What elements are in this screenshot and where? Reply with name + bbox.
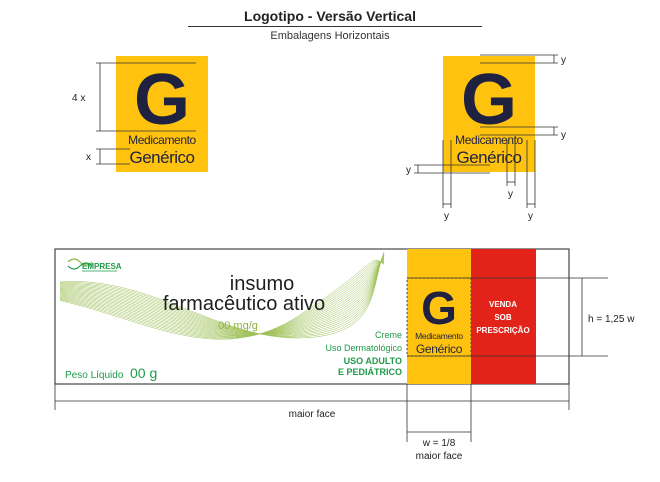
label-y-bottom-2: y [508,189,513,200]
label-height-rule: h = 1,25 w [588,314,635,325]
wave-line [59,259,385,335]
wave-line [59,254,385,336]
wave-line [59,254,385,335]
wave-line [59,260,385,336]
wave-line [59,255,385,335]
wave-line [59,253,385,337]
rx-band [471,249,536,384]
wave-line [59,258,385,335]
logo-proportion: G Medicamento Genérico [116,56,208,172]
svg-text:G: G [461,60,517,140]
rx-line1: VENDA [489,300,517,309]
wave-line [59,252,385,338]
label-y-top: y [561,55,566,66]
logo-band [407,249,471,384]
label-y-bottom-3: y [528,211,533,222]
wave-line [59,251,385,339]
title-underline [188,26,482,27]
wave-line [59,256,385,335]
wave-line [59,260,385,336]
label-4x: 4 x [72,93,85,104]
package-logo-generico: Genérico [416,342,463,356]
audience-line2: E PEDIÁTRICO [338,367,402,377]
logo-text-medicamento: Medicamento [128,133,196,147]
wave-line [59,260,385,339]
wave-line [59,261,385,337]
package-logo-letter: G [421,282,457,334]
use: Uso Dermatológico [325,343,402,353]
label-width-rule-1: w = 1/8 [422,438,456,449]
brand-name: EMPRESA [82,262,122,271]
logo-letter: G [134,60,190,140]
form: Creme [375,330,402,340]
wave-line [59,259,385,340]
wave-line [59,257,385,335]
package-panel: EMPRESA insumo farmacêutico ativo 00 mg/… [54,248,570,385]
wave-line [59,261,385,338]
label-y-bottom-1: y [444,211,449,222]
label-y-mid: y [561,130,566,141]
page-subtitle: Embalagens Horizontais [270,30,390,42]
wave-line [59,258,385,335]
rx-line2: SOB [494,313,512,322]
logo-margin-group: G Medicamento Genérico [406,54,566,222]
package-logo-medicamento: Medicamento [415,331,463,341]
product-name-line1: insumo [230,273,294,295]
brand-logo: EMPRESA [67,258,122,272]
wave-lines [59,251,385,340]
label-y-left: y [406,165,411,176]
package-dimensions [54,277,608,442]
label-x: x [86,152,91,163]
weight-value: 00 g [130,365,157,381]
wave-line [59,253,385,336]
wave-line [59,261,385,338]
label-width-rule-2: maior face [416,451,463,462]
audience-line1: USO ADULTO [344,356,402,366]
logo-proportion-group: G Medicamento Genérico 4 x x [72,56,208,172]
product-name-line2: farmacêutico ativo [163,293,325,315]
dose: 00 mg/g [218,320,258,332]
wave-line [59,256,385,335]
label-major-face: maior face [289,409,336,420]
page-title: Logotipo - Versão Vertical [244,8,416,24]
logo-margins: G Medicamento Genérico [443,56,535,172]
wave-line [59,257,385,335]
logo-text-generico: Genérico [130,148,195,167]
weight-label: Peso Líquido [65,370,124,381]
wave-line [59,261,385,337]
svg-text:Genérico: Genérico [457,148,522,167]
rx-line3: PRESCRIÇÃO [476,326,529,335]
